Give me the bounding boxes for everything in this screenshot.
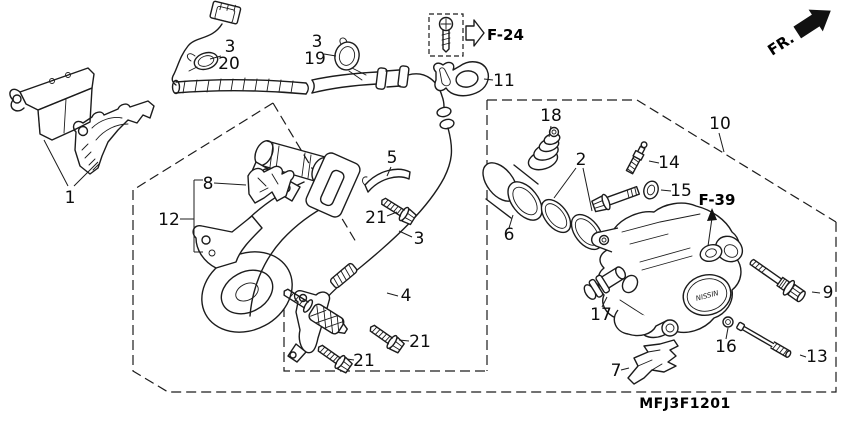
clamp-3-19 bbox=[334, 41, 360, 71]
wire-grommets bbox=[375, 65, 410, 90]
front-direction-marker: FR. bbox=[764, 9, 831, 59]
clamp-3-20 bbox=[193, 51, 219, 71]
caliper-bracket-assembly bbox=[192, 139, 361, 333]
callout-3c: 3 bbox=[414, 229, 425, 249]
callout-1: 1 bbox=[65, 188, 76, 208]
speed-sensor bbox=[287, 290, 348, 363]
pin-boot-17 bbox=[583, 266, 627, 300]
tapping-screw bbox=[438, 16, 454, 53]
callout-14: 14 bbox=[658, 153, 680, 173]
reference-f39-label: F-39 bbox=[699, 191, 736, 209]
pad-retainer-clip bbox=[247, 165, 295, 204]
caliper-face bbox=[682, 274, 732, 316]
leader-lines bbox=[180, 53, 821, 371]
callout-6: 6 bbox=[504, 225, 515, 245]
caliper-body: NISSIN bbox=[590, 202, 744, 339]
caliper-pin-bolt-9 bbox=[749, 258, 806, 303]
callout-18: 18 bbox=[540, 106, 562, 126]
reference-arrow-icon bbox=[465, 19, 485, 47]
f24-inset: F-24 bbox=[428, 13, 524, 57]
sealing-washer bbox=[643, 180, 659, 200]
callout-2: 2 bbox=[576, 150, 587, 170]
f39-arrow-icon bbox=[707, 208, 717, 221]
fr-arrow-icon bbox=[793, 9, 831, 39]
callout-7: 7 bbox=[611, 361, 622, 381]
f39-reference: F-39 bbox=[699, 191, 736, 247]
callout-10: 10 bbox=[709, 114, 731, 134]
stopper-pin bbox=[283, 288, 314, 313]
callout-3a: 3 bbox=[225, 37, 236, 57]
callout-20: 20 bbox=[218, 54, 240, 74]
diagram-code: MFJ3F1201 bbox=[639, 396, 730, 412]
callout-4: 4 bbox=[401, 286, 412, 306]
callout-12: 12 bbox=[158, 210, 180, 230]
wire-sleeve bbox=[329, 262, 358, 289]
callout-8: 8 bbox=[203, 174, 214, 194]
callout-16: 16 bbox=[715, 337, 737, 357]
o-ring-16 bbox=[722, 316, 734, 328]
callout-21c: 21 bbox=[353, 351, 375, 371]
bleeder-screw-14 bbox=[625, 141, 648, 175]
caliper-piston-6 bbox=[482, 162, 543, 221]
piston-boot-18 bbox=[527, 126, 561, 171]
callout-17: 17 bbox=[590, 305, 612, 325]
oil-bolt-15 bbox=[591, 180, 659, 213]
flange-bolt-21c bbox=[313, 340, 355, 376]
flange-bolt-21b bbox=[365, 320, 407, 356]
callout-21b: 21 bbox=[409, 332, 431, 352]
pad-spring-5 bbox=[362, 168, 411, 193]
wheel-speed-sensor-wire bbox=[171, 0, 455, 363]
callout-13: 13 bbox=[806, 347, 828, 367]
callout-5: 5 bbox=[387, 148, 398, 168]
callout-11: 11 bbox=[493, 71, 515, 91]
boot-boss bbox=[621, 274, 639, 294]
bracket-slide-plate bbox=[305, 152, 361, 218]
reference-f24-label: F-24 bbox=[487, 26, 524, 44]
callout-9: 9 bbox=[823, 283, 834, 303]
fr-label: FR. bbox=[764, 29, 797, 59]
caliper-pin-lug bbox=[714, 235, 744, 263]
callout-3b: 3 bbox=[312, 32, 323, 52]
pad-spring-7 bbox=[627, 339, 679, 385]
wire-connector bbox=[209, 0, 242, 25]
pad-pin-13 bbox=[736, 321, 792, 358]
callout-21a: 21 bbox=[365, 208, 387, 228]
brake-pad-set bbox=[9, 67, 155, 187]
callout-19: 19 bbox=[304, 49, 326, 69]
wire-clamp-11 bbox=[433, 61, 490, 97]
callout-labels: 1 3 20 3 19 11 18 8 12 5 21 3 4 21 21 2 … bbox=[65, 32, 834, 381]
callout-15: 15 bbox=[670, 181, 692, 201]
